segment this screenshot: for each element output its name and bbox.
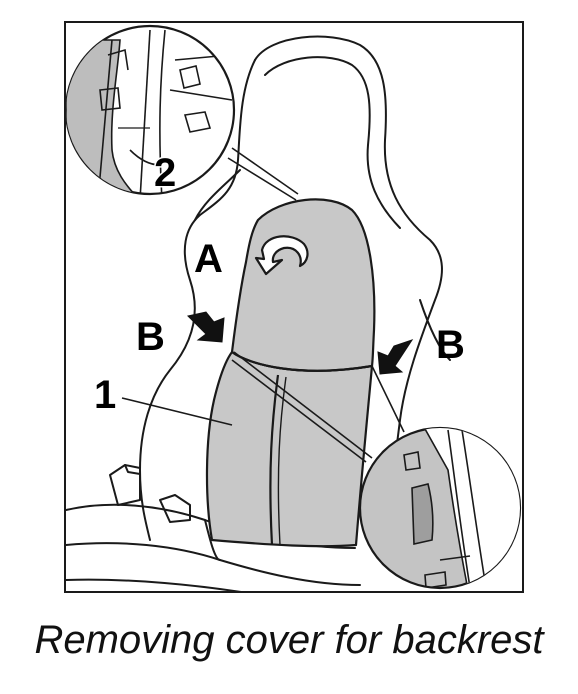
leader-line-bot-b: [231, 359, 367, 463]
seat-back-inner: [264, 56, 401, 229]
backrest-cover-lower: [205, 350, 374, 548]
curved-arrow-a: [254, 235, 309, 276]
label-a: A: [194, 237, 223, 281]
leader-line-2b: [227, 157, 297, 201]
backrest-cover-upper: [230, 198, 376, 372]
leader-line-1: [121, 397, 233, 426]
label-b-left: B: [136, 315, 165, 359]
leader-line-2a: [231, 147, 299, 195]
label-b-right: B: [436, 323, 465, 367]
seat-left-wing-inner: [194, 169, 241, 221]
label-2: 2: [154, 151, 176, 195]
arrow-b-left: [187, 311, 225, 343]
leader-line-bot-c: [371, 365, 405, 433]
label-1: 1: [94, 373, 116, 417]
arrow-b-right: [377, 339, 414, 375]
leader-line-bot-a: [233, 351, 373, 459]
cover-seam: [269, 374, 280, 546]
detail-circle-top: [64, 24, 236, 196]
seat-back-outline: [254, 35, 443, 531]
seat-lever: [109, 464, 141, 506]
detail-circle-bottom: [358, 426, 522, 590]
figure-caption: Removing cover for backrest: [34, 618, 544, 662]
seat-cushion-edge: [66, 578, 242, 591]
